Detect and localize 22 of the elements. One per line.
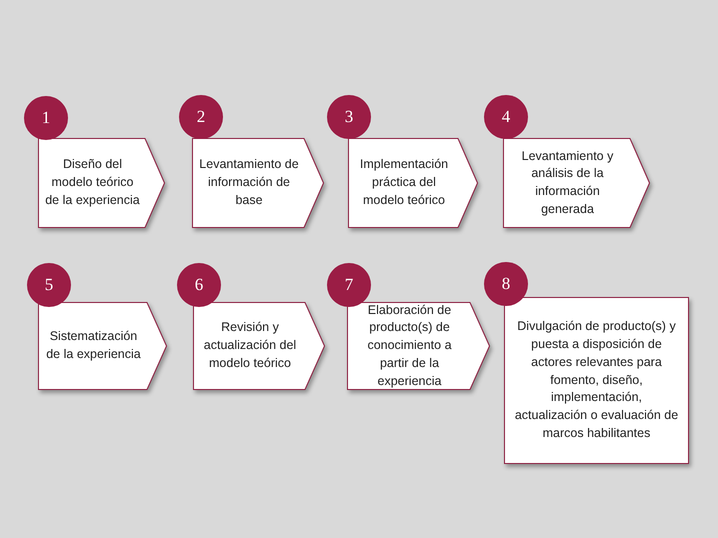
step-arrow-shape (503, 138, 650, 228)
step-number-circle: 6 (177, 263, 221, 307)
step-text: Revisión y actualización del modelo teórico (202, 319, 298, 372)
step-text: Levantamiento de información de base (198, 156, 300, 209)
step-text: Implementación práctica del modelo teórico (358, 156, 450, 209)
step-arrow-shape (348, 138, 478, 228)
step-text: Sistematización de la experiencia (45, 328, 142, 363)
step-text: Diseño del modelo teórico de la experiencia (44, 156, 141, 209)
step-text: Levantamiento y análisis de la información generada (520, 148, 614, 218)
step-number-circle: 3 (327, 95, 371, 139)
step-arrow-shape (38, 138, 165, 228)
step-number-circle: 8 (484, 262, 528, 306)
step-number-circle: 1 (24, 96, 68, 140)
step-arrow-shape (347, 302, 490, 390)
step-box (504, 297, 689, 464)
step-arrow-shape (38, 302, 167, 390)
step-arrow-shape (192, 138, 324, 228)
step-number-circle: 2 (179, 95, 223, 139)
step-number-circle: 4 (484, 95, 528, 139)
step-arrow-shape (193, 302, 325, 390)
step-text: Divulgación de producto(s) y puesta a disposición de actores relevantes para fomento, diseño, implementación, actualización o evaluación de marcos habilitantes (514, 318, 679, 442)
step-number-circle: 5 (27, 263, 71, 307)
